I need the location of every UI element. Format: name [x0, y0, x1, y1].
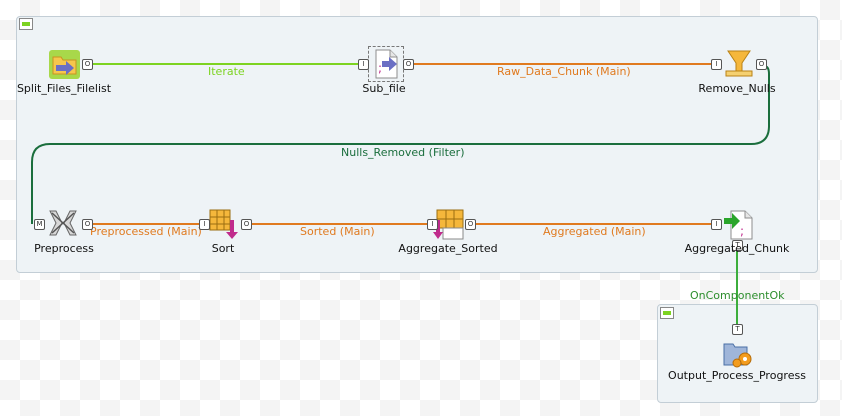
remove-nulls-in-port[interactable]: I [711, 59, 722, 70]
file-output-icon: ; [724, 210, 753, 240]
aggregated-chunk-component[interactable]: ; [722, 208, 756, 242]
preprocess-out-port[interactable]: O [82, 219, 93, 230]
sub-file-in-port[interactable]: I [358, 59, 369, 70]
aggregated-chunk-trigger-port[interactable]: T [732, 240, 743, 251]
remove-nulls-component[interactable] [722, 47, 756, 81]
aggregate-sorted-in-port[interactable]: I [427, 219, 438, 230]
sorted-link-label: Sorted (Main) [300, 225, 375, 238]
sort-out-port[interactable]: O [241, 219, 252, 230]
split-files-out-port[interactable]: O [82, 59, 93, 70]
nulls-removed-link[interactable] [31, 64, 770, 224]
tmap-icon [49, 210, 77, 236]
sub-file-component[interactable]: ; [368, 46, 404, 82]
split-files-filelist-component[interactable] [48, 47, 82, 81]
split-files-filelist-label: Split_Files_Filelist [16, 82, 112, 95]
output-process-progress-label: Output_Process_Progress [668, 369, 806, 382]
aggregated-link-label: Aggregated (Main) [543, 225, 646, 238]
remove-nulls-label: Remove_Nulls [698, 82, 776, 95]
aggregated-chunk-in-port[interactable]: I [711, 219, 722, 230]
preprocess-label: Preprocess [34, 242, 94, 255]
svg-text:;: ; [378, 61, 382, 75]
iterate-link-label: Iterate [208, 65, 245, 78]
sort-in-port[interactable]: I [199, 219, 210, 230]
folder-gear-icon [723, 343, 752, 368]
aggregate-sorted-out-port[interactable]: O [465, 219, 476, 230]
main-subjob-collapse-button[interactable] [19, 18, 33, 30]
aggregate-grid-icon [433, 209, 464, 240]
sub-file-out-port[interactable]: O [403, 59, 414, 70]
preprocess-main-in-port[interactable]: M [34, 219, 45, 230]
output-subjob-collapse-button[interactable] [660, 307, 674, 319]
svg-text:;: ; [740, 224, 744, 238]
output-process-progress-component[interactable] [721, 337, 755, 371]
folder-list-icon [49, 50, 80, 79]
sort-component[interactable] [208, 208, 242, 242]
aggregated-chunk-label: Aggregated_Chunk [684, 242, 790, 255]
aggregate-sorted-label: Aggregate_Sorted [398, 242, 498, 255]
filter-funnel-icon [725, 50, 753, 77]
on-component-ok-link-label: OnComponentOk [690, 289, 785, 302]
output-process-trigger-in-port[interactable]: T [732, 324, 743, 335]
preprocess-component[interactable] [46, 207, 80, 241]
file-input-icon: ; [375, 49, 398, 79]
sub-file-label: Sub_file [362, 82, 406, 95]
remove-nulls-out-port[interactable]: O [756, 59, 767, 70]
preprocessed-link-label: Preprocessed (Main) [90, 225, 202, 238]
nulls-removed-link-label: Nulls_Removed (Filter) [341, 146, 465, 159]
raw-data-chunk-link-label: Raw_Data_Chunk (Main) [497, 65, 631, 78]
sort-grid-icon [209, 209, 238, 239]
sort-label: Sort [211, 242, 235, 255]
aggregate-sorted-component[interactable] [433, 208, 467, 242]
